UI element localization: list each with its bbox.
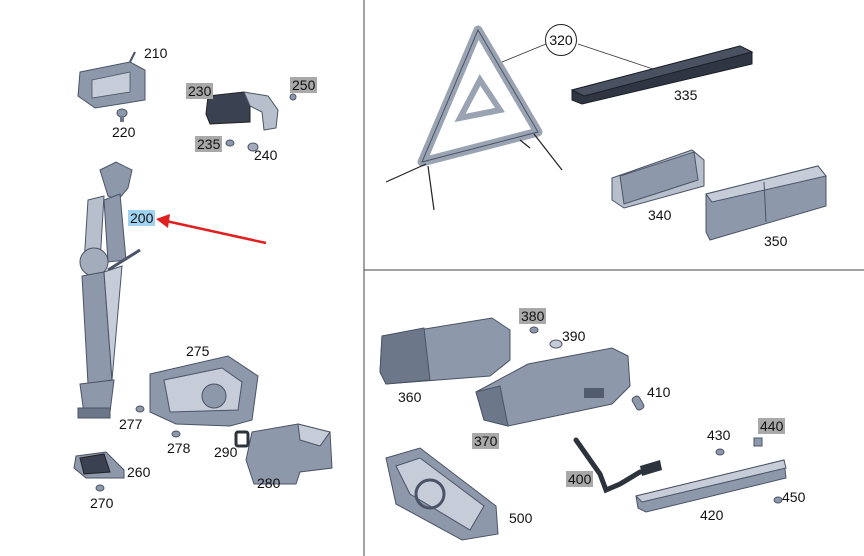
label-450: 450	[782, 489, 806, 505]
label-350: 350	[764, 233, 788, 249]
label-290: 290	[214, 444, 238, 460]
label-320: 320	[545, 24, 577, 56]
part-430-screw	[715, 448, 725, 456]
part-235-screw	[225, 139, 235, 147]
part-260-bracket	[73, 451, 125, 479]
part-400-strap	[573, 437, 662, 494]
part-450-screw	[773, 496, 783, 504]
label-370: 370	[472, 433, 500, 449]
part-280-cover	[245, 423, 333, 485]
label-500: 500	[509, 510, 533, 526]
part-380-screw	[529, 326, 539, 334]
part-230-holder	[205, 91, 279, 131]
label-277: 277	[119, 416, 143, 432]
callout-arrow	[156, 214, 267, 245]
label-278: 278	[167, 440, 191, 456]
part-220-screw	[116, 108, 128, 122]
part-440-clip	[753, 437, 763, 447]
label-420: 420	[700, 507, 724, 523]
part-275-holder	[149, 355, 259, 427]
label-380: 380	[519, 308, 547, 324]
label-270: 270	[90, 495, 114, 511]
part-320-warning-triangle	[385, 25, 657, 211]
part-270-screw	[95, 484, 105, 492]
label-400: 400	[566, 471, 594, 487]
label-360: 360	[398, 389, 422, 405]
part-240-nut	[247, 142, 259, 152]
label-250: 250	[290, 77, 318, 93]
label-230: 230	[186, 83, 214, 99]
part-277-screw	[135, 405, 145, 413]
label-430: 430	[707, 427, 731, 443]
label-240: 240	[254, 147, 278, 163]
part-335-case	[570, 45, 754, 105]
part-390-washer	[549, 339, 563, 349]
label-280: 280	[257, 475, 281, 491]
part-420-rail	[635, 459, 787, 513]
label-260: 260	[127, 464, 151, 480]
part-210-bracket	[77, 51, 146, 109]
label-200: 200	[128, 210, 156, 226]
label-210: 210	[144, 45, 168, 61]
part-370-container	[475, 347, 631, 427]
label-440: 440	[758, 418, 786, 434]
part-290-clip	[234, 430, 250, 448]
label-335: 335	[674, 87, 698, 103]
label-410: 410	[647, 384, 671, 400]
label-275: 275	[186, 343, 210, 359]
part-200-jack	[77, 161, 141, 419]
label-220: 220	[112, 124, 136, 140]
part-500-bracket	[385, 447, 499, 541]
label-340: 340	[648, 207, 672, 223]
part-250-clip	[289, 93, 297, 101]
part-350-cover	[705, 165, 827, 241]
part-360-container	[379, 317, 511, 385]
label-235: 235	[195, 136, 223, 152]
part-340-bracket	[611, 149, 705, 209]
part-278-screw	[171, 430, 181, 438]
label-390: 390	[562, 328, 586, 344]
part-410-pin	[631, 395, 645, 411]
